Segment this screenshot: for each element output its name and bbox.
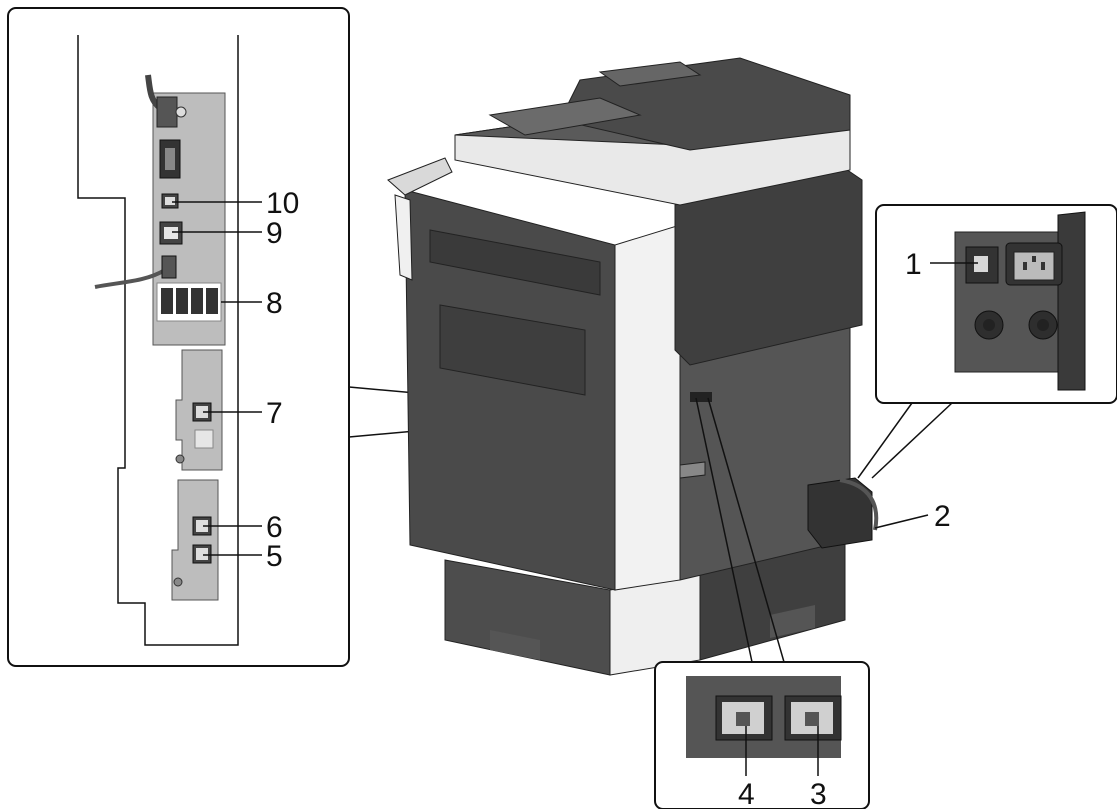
- caster-left: [490, 630, 540, 660]
- callout-9: 9: [266, 217, 283, 250]
- caster-right: [770, 605, 815, 638]
- left-leader-lines: [172, 201, 262, 556]
- left-detail-inset: 10 9 8 7 6 5: [7, 7, 350, 667]
- bypass-tray: [387, 157, 453, 196]
- body-front-panel: [614, 224, 681, 591]
- power-detail-inset: 1: [875, 204, 1117, 404]
- callout-4: 4: [738, 778, 755, 809]
- callout-8: 8: [266, 287, 283, 320]
- callout-7: 7: [266, 397, 283, 430]
- second-fax-board: [171, 479, 219, 601]
- multifunction-printer: [387, 57, 879, 676]
- phone-jack-inset: 4 3: [654, 661, 870, 809]
- callout-10: 10: [266, 187, 299, 220]
- power-cord-box: [807, 477, 873, 549]
- jack-zoom-lines: [695, 397, 785, 663]
- power-cord: [839, 478, 879, 531]
- callout-5: 5: [266, 540, 283, 573]
- power-zoom-lines: [857, 402, 953, 479]
- callout-2: 2: [934, 500, 951, 533]
- callout-3: 3: [810, 778, 827, 809]
- callout-6: 6: [266, 511, 283, 544]
- callout-1: 1: [905, 248, 922, 281]
- rear-port-area: [690, 392, 712, 402]
- chassis-outline: [77, 35, 239, 646]
- callout-2-leader: [874, 514, 929, 529]
- board-power-connector: [145, 74, 187, 128]
- connected-cable: [94, 268, 167, 289]
